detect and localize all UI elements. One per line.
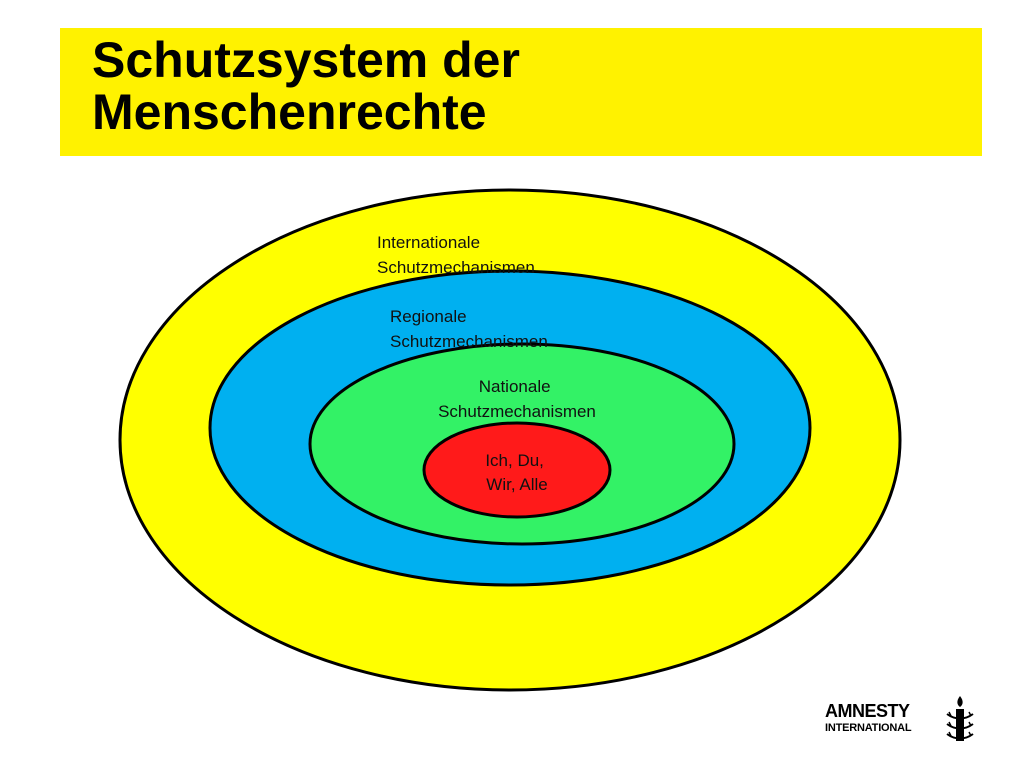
ring-core	[422, 421, 612, 519]
label-international: Internationale Schutzmechanismen	[377, 233, 535, 277]
logo-wordmark: AMNESTY	[825, 701, 910, 721]
label-core: Ich, Du, Wir, Alle	[485, 451, 548, 494]
title-banner: Schutzsystem der Menschenrechte	[60, 28, 982, 156]
label-national: Nationale Schutzmechanismen	[438, 377, 596, 421]
candle-in-barbed-wire-icon	[946, 696, 974, 741]
logo-subtitle: INTERNATIONAL	[825, 722, 912, 734]
slide-title: Schutzsystem der Menschenrechte	[92, 32, 520, 140]
label-regional: Regionale Schutzmechanismen	[390, 307, 548, 351]
amnesty-logo: AMNESTY INTERNATIONAL	[825, 696, 985, 744]
